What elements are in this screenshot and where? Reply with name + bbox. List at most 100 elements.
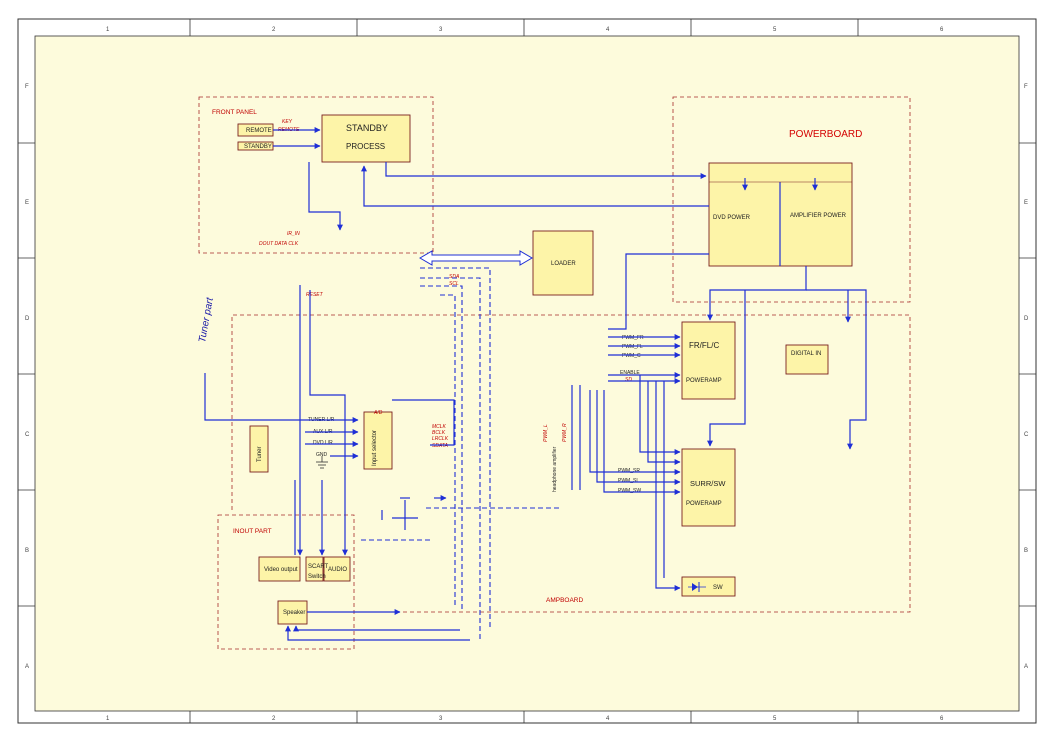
grid-row-label: D (1024, 316, 1029, 322)
input-part-region (217, 514, 355, 650)
headphone-amp-label: headphone amplifier (552, 446, 558, 492)
grid-col-label: 4 (606, 716, 610, 722)
tuner-block (249, 425, 269, 473)
digital-in-label: DIGITAL IN (791, 351, 821, 357)
grid-row-label: C (1024, 432, 1029, 438)
dashed-buses (360, 267, 560, 640)
scart-label-2: Switch (308, 574, 326, 580)
audio-out-label: AUDIO (328, 567, 347, 573)
ad-label: A/D (373, 410, 383, 416)
blocks (237, 114, 853, 625)
ir-in-label: IR_IN (287, 231, 300, 237)
video-output-label: Video output (264, 567, 298, 573)
grid-row-label: B (1024, 548, 1028, 554)
grid-row-label: A (1024, 664, 1028, 670)
surr-input-label: PWM_SR (618, 468, 640, 474)
codec-label: BCLK (432, 430, 446, 436)
front-panel-label: FRONT PANEL (212, 109, 257, 116)
standby-process-line1: STANDBY (346, 123, 388, 133)
tuner-label: Tuner (257, 447, 263, 462)
surrsw-label-2: POWERAMP (686, 501, 722, 507)
codec-label: MCLK (432, 424, 447, 430)
loader-label: LOADER (551, 261, 576, 267)
power-board-label: POWERBOARD (789, 129, 862, 140)
input-selector-label: Input selector (372, 430, 378, 466)
headphone-block (681, 576, 736, 597)
grid-row-label: E (1024, 200, 1028, 206)
grid-col-label: 2 (272, 716, 276, 722)
fr-input-label: PWM_C (622, 353, 641, 359)
frflc-poweramp-block (681, 321, 736, 400)
grid-row-label: C (25, 432, 30, 438)
pwm-left-label: PWM_L (543, 424, 549, 442)
pwm-right-label: PWM_R (562, 423, 568, 442)
loader-bus-arrow (419, 250, 533, 266)
key-signal-label: KEY (282, 119, 293, 125)
grid-row-label: A (25, 664, 29, 670)
amp-board-label: AMPBOARD (546, 597, 584, 604)
grid-row-label: F (1024, 84, 1028, 90)
speaker-label: Speaker (283, 610, 305, 616)
grid-row-label: B (25, 548, 29, 554)
sd-label: SD (625, 377, 632, 383)
frflc-label-1: FR/FL/C (689, 341, 719, 350)
drawing-frame (17, 18, 1037, 724)
digital-in-block (785, 344, 829, 375)
signal-wires (204, 127, 867, 641)
grid-column-labels-top: 1 2 3 4 5 6 (106, 27, 944, 33)
scart-label-1: SCART (308, 564, 329, 570)
remote-label: REMOTE (246, 128, 272, 134)
region-outlines (198, 96, 911, 650)
fr-input-label: PWM_FR (622, 335, 644, 341)
ground-icon (316, 456, 328, 469)
grid-row-labels-right: F E D C B A (1024, 84, 1029, 670)
standby-process-block (321, 114, 411, 163)
codec-label: LRCLK (432, 436, 449, 442)
input-part-label: INOUT PART (233, 528, 272, 535)
scart-switch-block (305, 556, 324, 582)
grid-row-label: F (25, 84, 29, 90)
standby-process-line2: PROCESS (346, 142, 385, 151)
grid-col-label: 3 (439, 716, 443, 722)
front-bus-label: DOUT DATA CLK (259, 241, 299, 247)
grid-col-label: 6 (940, 716, 944, 722)
grid-column-labels-bottom: 1 2 3 4 5 6 (106, 716, 944, 722)
power-board-region (672, 96, 911, 303)
surrsw-label-1: SURR/SW (690, 479, 726, 488)
grid-col-label: 5 (773, 716, 777, 722)
input-selector-block (363, 411, 393, 470)
surr-input-label: PWM_SW (618, 488, 641, 494)
fr-input-label: PWM_FL (622, 344, 643, 350)
amplifier-power-label: AMPLIFIER POWER (790, 213, 847, 219)
front-panel-region (198, 96, 434, 254)
headphone-label: SW (713, 585, 723, 591)
input-signal-label: GND (316, 452, 328, 458)
grid-col-label: 1 (106, 716, 110, 722)
grid-row-labels-left: F E D C B A (25, 84, 30, 670)
loader-block (532, 230, 594, 296)
grid-col-label: 1 (106, 27, 110, 33)
frflc-label-2: POWERAMP (686, 378, 722, 384)
grid-row-label: D (25, 316, 30, 322)
surr-input-label: PWM_SL (618, 478, 639, 484)
standby-key-label: STANDBY (244, 144, 272, 150)
input-signal-label: DVD L/R (313, 440, 333, 446)
grid-row-label: E (25, 200, 29, 206)
grid-col-label: 6 (940, 27, 944, 33)
audio-out-block (323, 556, 351, 582)
grid-col-label: 3 (439, 27, 443, 33)
enable-label: ENABLE (620, 370, 640, 376)
sda-label: SDA (449, 274, 460, 280)
video-output-block (258, 556, 301, 582)
scl-label: SCL (449, 281, 459, 287)
dvd-power-label: DVD POWER (713, 215, 751, 221)
grid-col-label: 4 (606, 27, 610, 33)
grid-col-label: 5 (773, 27, 777, 33)
grid-col-label: 2 (272, 27, 276, 33)
codec-label: SDATA (432, 443, 449, 449)
amp-board-region (231, 314, 911, 613)
diode-icon (688, 582, 706, 592)
surrsw-poweramp-block (681, 448, 736, 527)
